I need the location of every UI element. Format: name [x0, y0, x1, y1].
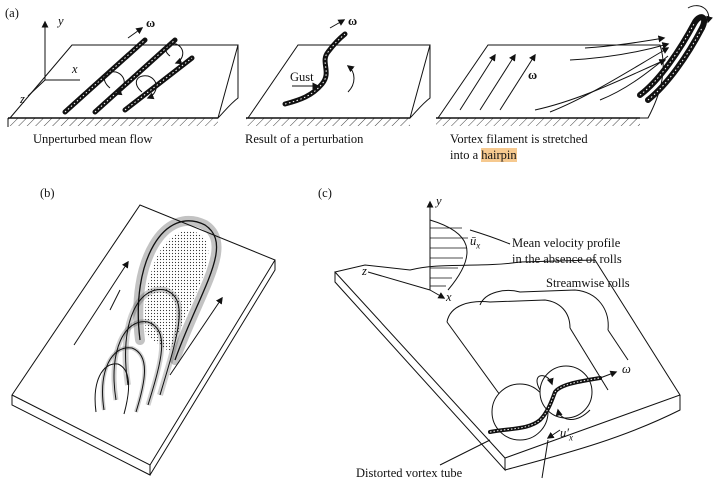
- omega-label-a2: ω: [348, 14, 358, 28]
- panel-label-c: (c): [318, 186, 332, 200]
- caption-perturbation: Result of a perturbation: [245, 132, 364, 146]
- caption-stretched-line1: Vortex filament is stretched: [450, 132, 588, 146]
- axis-label-y-a: y: [58, 14, 64, 28]
- panel-label-a: (a): [5, 6, 19, 20]
- mean-velocity-symbol: ūx: [470, 234, 480, 253]
- panel-label-b: (b): [40, 186, 55, 200]
- omega-label-c: ω: [622, 362, 631, 376]
- omega-label-a3: ω: [528, 68, 538, 82]
- u-prime-subscript: x: [568, 432, 573, 443]
- plate-a3: [436, 5, 713, 126]
- u-bar-subscript: x: [476, 240, 481, 251]
- u-prime: u′: [560, 426, 569, 440]
- axis-label-x-c: x: [446, 290, 452, 304]
- plate-a1: [7, 20, 239, 127]
- gust-label: Gust: [290, 70, 314, 84]
- plate-c: [334, 200, 681, 479]
- u-bar: ū: [470, 234, 477, 248]
- omega-label-a1: ω: [146, 16, 156, 30]
- plate-a2: [246, 19, 431, 126]
- distorted-tube-label: Distorted vortex tube: [356, 466, 463, 480]
- mean-profile-line1: Mean velocity profile: [512, 236, 621, 250]
- hairpin-highlight: hairpin: [481, 148, 517, 162]
- axis-label-z-c: z: [362, 264, 367, 278]
- caption-prefix: into a: [450, 148, 482, 162]
- fluctuation-symbol: u′x: [560, 426, 573, 445]
- axis-label-z-a: z: [20, 92, 25, 106]
- axis-label-y-c: y: [436, 194, 442, 208]
- mean-profile-line2: in the absence of rolls: [512, 252, 622, 266]
- caption-unperturbed: Unperturbed mean flow: [33, 132, 153, 146]
- plate-b: [11, 204, 276, 476]
- caption-stretched-line2: into a hairpin: [450, 148, 517, 162]
- axis-label-x-a: x: [72, 62, 78, 76]
- streamwise-rolls-label: Streamwise rolls: [546, 276, 630, 290]
